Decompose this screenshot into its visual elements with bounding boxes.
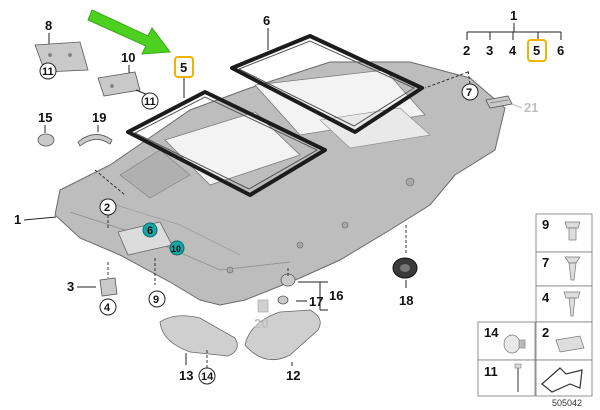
- tree-5: 5: [533, 43, 540, 58]
- tree-3: 3: [486, 43, 493, 58]
- callout-10: 10: [121, 50, 135, 65]
- callout-9-circle: 9: [153, 294, 159, 306]
- grid-2: 2: [542, 325, 549, 340]
- grab-handle-part-19: [77, 134, 113, 147]
- callout-2-circle: 2: [104, 202, 110, 214]
- speaker-part-18: [392, 257, 418, 279]
- sunroof-gasket-front: [126, 90, 327, 197]
- callout-20: 20: [254, 316, 268, 331]
- callout-4-circle: 4: [104, 302, 111, 314]
- grid-14: 14: [484, 325, 499, 340]
- clip-part-20: [257, 299, 269, 313]
- bulb-icon: [503, 334, 526, 354]
- sunroof-gasket-rear: [230, 34, 424, 134]
- tree-2: 2: [463, 43, 470, 58]
- reading-light-module: 6 10: [117, 221, 185, 256]
- callout-6: 6: [263, 13, 270, 28]
- grid-11: 11: [484, 364, 498, 379]
- clip-part-3: [99, 277, 118, 297]
- callout-16: 16: [329, 288, 343, 303]
- grid-4: 4: [542, 290, 550, 305]
- badge-6: 6: [147, 225, 153, 237]
- callout-11a: 11: [42, 66, 54, 78]
- hook-parts-16-17: [277, 273, 296, 305]
- bracket-part-10: [97, 71, 141, 97]
- callout-13: 13: [179, 368, 193, 383]
- sun-visor-part-12: [244, 309, 321, 361]
- headliner-panel: [54, 61, 506, 306]
- grid-7: 7: [542, 255, 549, 270]
- callout-1: 1: [14, 212, 21, 227]
- expanding-clip-icon: [564, 256, 581, 281]
- badge-10: 10: [171, 244, 181, 254]
- tree-6: 6: [557, 43, 564, 58]
- tree-root-1: 1: [510, 8, 517, 23]
- green-arrow-icon: [87, 9, 171, 55]
- sun-visor-part-13: [159, 315, 238, 357]
- callout-8: 8: [45, 18, 52, 33]
- callout-15: 15: [38, 110, 52, 125]
- callout-21: 21: [524, 100, 538, 115]
- callout-5: 5: [180, 60, 187, 75]
- callout-11b: 11: [144, 96, 156, 108]
- part-15-cap: [37, 133, 55, 147]
- bracket-clip-icon: [555, 335, 585, 353]
- rivet-icon: [564, 221, 581, 241]
- callout-18: 18: [399, 293, 413, 308]
- diagram-id: 505042: [552, 398, 582, 408]
- fastener-grid: 9 7 4 14 2 11: [477, 213, 593, 397]
- screw-icon: [563, 291, 581, 317]
- callout-3: 3: [67, 279, 74, 294]
- tree-4: 4: [509, 43, 517, 58]
- parts-tree: 1 2 3 4 5 6: [463, 8, 564, 62]
- callout-12: 12: [286, 368, 300, 383]
- callout-14-circle: 14: [201, 371, 214, 383]
- highlight-box-tree-5: [527, 39, 547, 62]
- pin-icon: [514, 363, 522, 392]
- highlight-box-5: [174, 56, 194, 78]
- callout-19: 19: [92, 110, 106, 125]
- callout-7-circle: 7: [466, 87, 472, 99]
- grid-9: 9: [542, 217, 549, 232]
- legend-arrow-icon: [541, 367, 583, 393]
- callout-17: 17: [309, 294, 323, 309]
